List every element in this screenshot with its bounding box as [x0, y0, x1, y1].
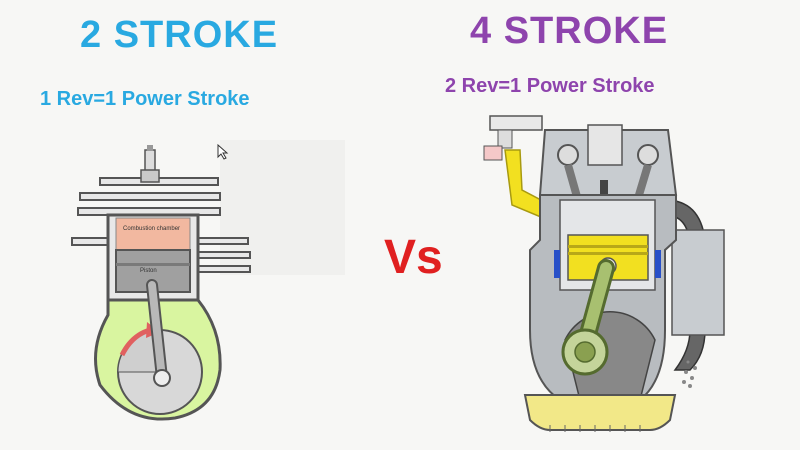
four-stroke-engine — [483, 115, 725, 432]
versus-label: Vs — [384, 231, 443, 284]
muffler — [671, 229, 725, 336]
exhaust-cam — [637, 144, 659, 166]
spark-plug-4 — [600, 180, 608, 196]
two-stroke-engine: Combustion chamber Piston — [71, 140, 345, 421]
oil-pan-ribs — [549, 425, 641, 432]
spark-plug — [140, 145, 160, 183]
air-filter — [489, 115, 543, 131]
oil-pan — [523, 394, 677, 431]
combustion-chamber — [115, 217, 191, 251]
two-stroke-title: 2 STROKE — [80, 14, 279, 56]
four-stroke-title: 4 STROKE — [470, 10, 669, 52]
intake-cam — [557, 144, 579, 166]
coolant-left — [554, 250, 560, 278]
coolant-right — [655, 250, 661, 278]
piston-label: Piston — [140, 268, 157, 274]
mouse-cursor-icon — [217, 143, 229, 160]
combustion-chamber-label: Combustion chamber — [123, 226, 180, 232]
exhaust-particles — [682, 360, 697, 388]
four-stroke-subtitle: 2 Rev=1 Power Stroke — [445, 75, 655, 97]
two-stroke-subtitle: 1 Rev=1 Power Stroke — [40, 88, 250, 110]
